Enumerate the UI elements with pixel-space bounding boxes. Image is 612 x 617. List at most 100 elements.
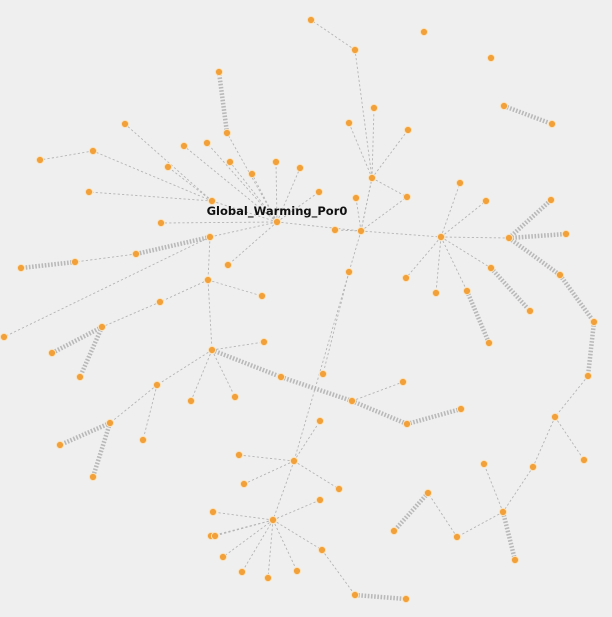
node-n17[interactable] bbox=[223, 260, 233, 270]
node-n87[interactable] bbox=[315, 495, 325, 505]
node-n33[interactable] bbox=[138, 435, 148, 445]
node-n88[interactable] bbox=[210, 531, 220, 541]
node-n94[interactable] bbox=[334, 484, 344, 494]
node-n23[interactable] bbox=[203, 275, 213, 285]
node-n70[interactable] bbox=[579, 455, 589, 465]
node-n85[interactable] bbox=[263, 573, 273, 583]
node-n81[interactable] bbox=[208, 507, 218, 517]
node-n30[interactable] bbox=[259, 337, 269, 347]
node-n20[interactable] bbox=[70, 257, 80, 267]
node-n44[interactable] bbox=[367, 173, 377, 183]
node-n55[interactable] bbox=[455, 178, 465, 188]
node-n43[interactable] bbox=[356, 226, 366, 236]
node-n62[interactable] bbox=[525, 306, 535, 316]
node-n66[interactable] bbox=[589, 317, 599, 327]
node-n72[interactable] bbox=[498, 507, 508, 517]
node-n28[interactable] bbox=[75, 372, 85, 382]
node-n48[interactable] bbox=[344, 118, 354, 128]
node-n12[interactable] bbox=[120, 119, 130, 129]
node-n69[interactable] bbox=[550, 412, 560, 422]
node-n3[interactable] bbox=[295, 163, 305, 173]
node-n84[interactable] bbox=[237, 567, 247, 577]
node-n32[interactable] bbox=[152, 380, 162, 390]
node-n73[interactable] bbox=[479, 459, 489, 469]
node-n86[interactable] bbox=[292, 566, 302, 576]
node-n42[interactable] bbox=[456, 404, 466, 414]
node-n79[interactable] bbox=[289, 456, 299, 466]
node-n18[interactable] bbox=[205, 232, 215, 242]
node-n9[interactable] bbox=[222, 128, 232, 138]
node-n64[interactable] bbox=[561, 229, 571, 239]
node-n80[interactable] bbox=[268, 515, 278, 525]
node-n6[interactable] bbox=[202, 138, 212, 148]
node-n11[interactable] bbox=[163, 162, 173, 172]
node-n92[interactable] bbox=[234, 450, 244, 460]
node-n24[interactable] bbox=[257, 291, 267, 301]
node-n31[interactable] bbox=[186, 396, 196, 406]
node-n1[interactable] bbox=[247, 169, 257, 179]
node-n21[interactable] bbox=[16, 263, 26, 273]
node-n67[interactable] bbox=[583, 371, 593, 381]
node-n40[interactable] bbox=[398, 377, 408, 387]
node-n100[interactable] bbox=[499, 101, 509, 111]
node-n75[interactable] bbox=[452, 532, 462, 542]
node-n50[interactable] bbox=[369, 103, 379, 113]
node-n5[interactable] bbox=[225, 157, 235, 167]
node-n78[interactable] bbox=[344, 267, 354, 277]
node-n4[interactable] bbox=[314, 187, 324, 197]
node-n26[interactable] bbox=[97, 322, 107, 332]
node-n46[interactable] bbox=[351, 193, 361, 203]
node-n54[interactable] bbox=[436, 232, 446, 242]
node-n49[interactable] bbox=[403, 125, 413, 135]
node-n74[interactable] bbox=[510, 555, 520, 565]
node-n76[interactable] bbox=[423, 488, 433, 498]
node-n99[interactable] bbox=[486, 53, 496, 63]
node-n7[interactable] bbox=[179, 141, 189, 151]
node-n59[interactable] bbox=[462, 286, 472, 296]
node-n8[interactable] bbox=[214, 67, 224, 77]
node-n93[interactable] bbox=[239, 479, 249, 489]
node-n34[interactable] bbox=[105, 418, 115, 428]
node-n71[interactable] bbox=[528, 462, 538, 472]
node-n27[interactable] bbox=[47, 348, 57, 358]
node-n98[interactable] bbox=[419, 27, 429, 37]
node-n36[interactable] bbox=[88, 472, 98, 482]
node-n14[interactable] bbox=[35, 155, 45, 165]
node-n91[interactable] bbox=[401, 594, 411, 604]
node-n29[interactable] bbox=[207, 345, 217, 355]
node-n77[interactable] bbox=[389, 526, 399, 536]
node-n68[interactable] bbox=[546, 195, 556, 205]
node-n56[interactable] bbox=[481, 196, 491, 206]
node-n25[interactable] bbox=[155, 297, 165, 307]
node-n22[interactable] bbox=[0, 332, 9, 342]
node-n41[interactable] bbox=[402, 419, 412, 429]
node-n37[interactable] bbox=[230, 392, 240, 402]
node-n39[interactable] bbox=[347, 396, 357, 406]
node-n58[interactable] bbox=[431, 288, 441, 298]
node-n83[interactable] bbox=[218, 552, 228, 562]
node-n89[interactable] bbox=[317, 545, 327, 555]
node-n97[interactable] bbox=[330, 225, 340, 235]
node-n52[interactable] bbox=[306, 15, 316, 25]
node-n96[interactable] bbox=[318, 369, 328, 379]
node-n10[interactable] bbox=[207, 196, 217, 206]
node-n65[interactable] bbox=[555, 270, 565, 280]
node-n90[interactable] bbox=[350, 590, 360, 600]
node-n19[interactable] bbox=[131, 249, 141, 259]
node-n38[interactable] bbox=[276, 372, 286, 382]
node-n51[interactable] bbox=[350, 45, 360, 55]
node-n45[interactable] bbox=[402, 192, 412, 202]
node-n63[interactable] bbox=[504, 233, 514, 243]
node-n0[interactable] bbox=[272, 217, 282, 227]
node-n95[interactable] bbox=[315, 416, 325, 426]
node-n13[interactable] bbox=[88, 146, 98, 156]
node-n57[interactable] bbox=[401, 273, 411, 283]
node-n15[interactable] bbox=[84, 187, 94, 197]
node-n60[interactable] bbox=[484, 338, 494, 348]
node-n61[interactable] bbox=[486, 263, 496, 273]
node-n35[interactable] bbox=[55, 440, 65, 450]
node-n2[interactable] bbox=[271, 157, 281, 167]
node-n101[interactable] bbox=[547, 119, 557, 129]
node-n16[interactable] bbox=[156, 218, 166, 228]
